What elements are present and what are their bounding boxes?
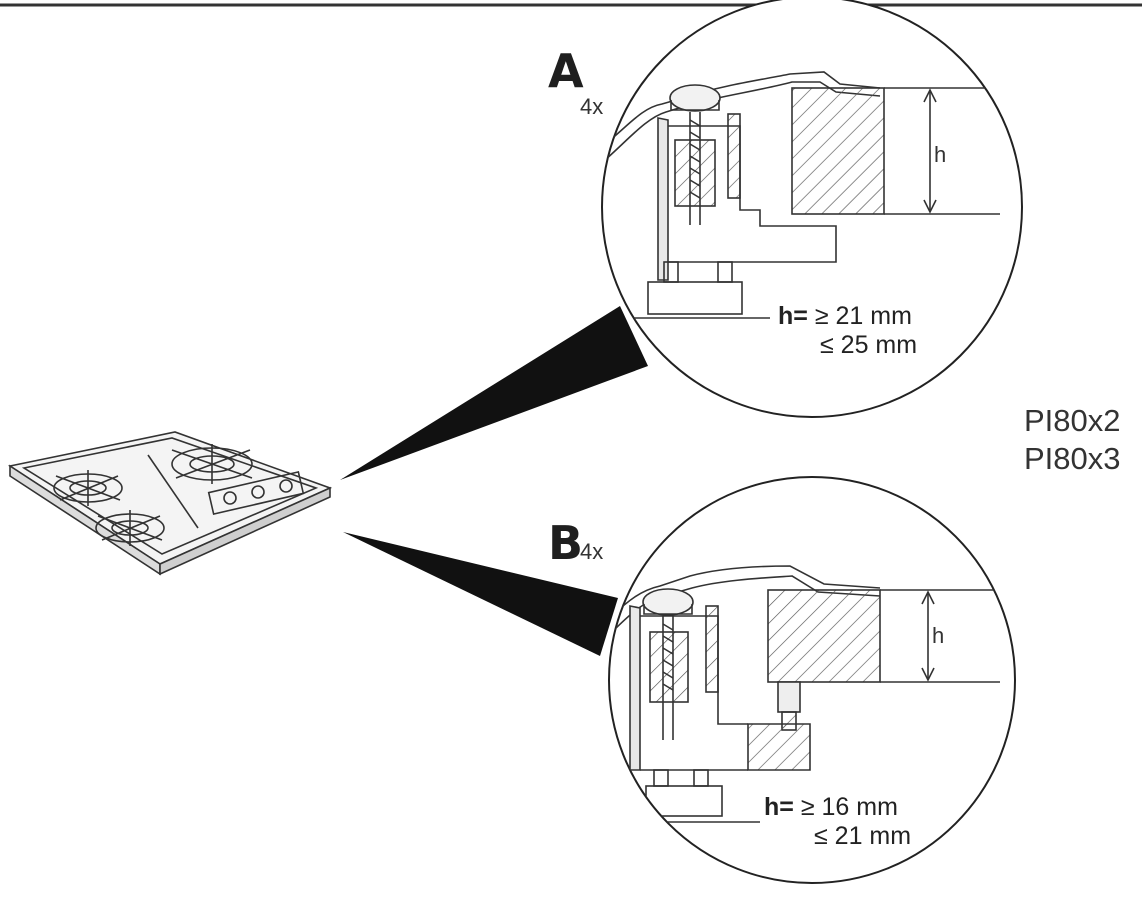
- detail-b-dimension-mark: h: [932, 623, 945, 648]
- detail-a-measurement: h= ≥ 21 mm ≤ 25 mm: [778, 302, 917, 360]
- detail-a-max: ≤ 25 mm: [820, 331, 918, 359]
- detail-a-label: A: [548, 44, 584, 98]
- detail-a-multiplier: 4x: [580, 94, 604, 119]
- detail-b-multiplier: 4x: [580, 539, 604, 564]
- detail-a-min: ≥ 21 mm: [814, 302, 912, 330]
- detail-b-h-prefix: h=: [764, 793, 794, 821]
- model-name: PI80x3: [1024, 441, 1121, 476]
- model-name: PI80x2: [1024, 403, 1121, 438]
- detail-a-worktop: [791, 87, 885, 215]
- detail-b-worktop: [767, 589, 881, 683]
- callout-wedge-a: [340, 306, 648, 480]
- detail-a-dimension-mark: h: [934, 142, 947, 167]
- detail-b-label: B: [548, 516, 584, 570]
- model-list: PI80x2 PI80x3: [1024, 402, 1121, 478]
- detail-b-measurement: h= ≥ 16 mm ≤ 21 mm: [764, 793, 911, 851]
- callout-wedge-b: [343, 532, 618, 656]
- detail-a-h-prefix: h=: [778, 302, 808, 330]
- detail-b-max: ≤ 21 mm: [814, 822, 912, 850]
- detail-b-min: ≥ 16 mm: [800, 793, 898, 821]
- hob-illustration: [7, 431, 333, 576]
